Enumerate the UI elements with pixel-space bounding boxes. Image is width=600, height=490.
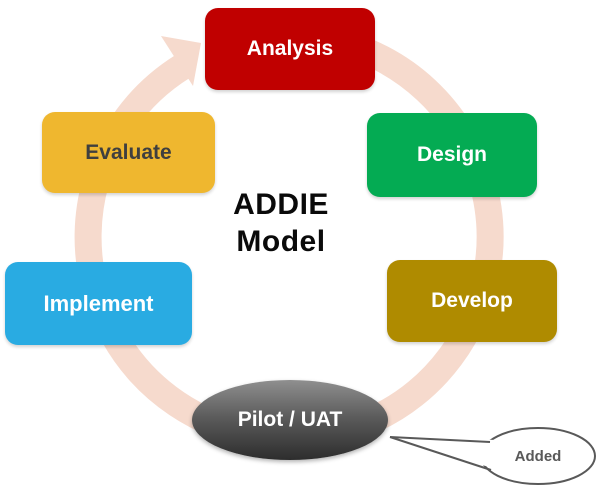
stage-evaluate-label: Evaluate (85, 140, 172, 164)
stage-analysis: Analysis (205, 8, 375, 90)
stage-evaluate: Evaluate (42, 112, 215, 193)
diagram-title: ADDIE Model (191, 186, 371, 260)
stage-develop-label: Develop (431, 289, 513, 312)
cycle-arrowhead-icon (161, 36, 201, 86)
stage-implement-label: Implement (43, 290, 154, 316)
diagram-title-line2: Model (236, 225, 326, 258)
stage-pilot-uat-label: Pilot / UAT (237, 408, 343, 431)
stage-design: Design (367, 113, 537, 197)
diagram-title-line1: ADDIE (233, 188, 329, 221)
stage-design-label: Design (416, 143, 487, 166)
added-callout-label: Added (514, 447, 562, 465)
stage-analysis-label: Analysis (246, 37, 334, 60)
stage-implement: Implement (5, 262, 192, 345)
stage-develop: Develop (387, 260, 557, 342)
stage-pilot-uat: Pilot / UAT (192, 380, 388, 460)
